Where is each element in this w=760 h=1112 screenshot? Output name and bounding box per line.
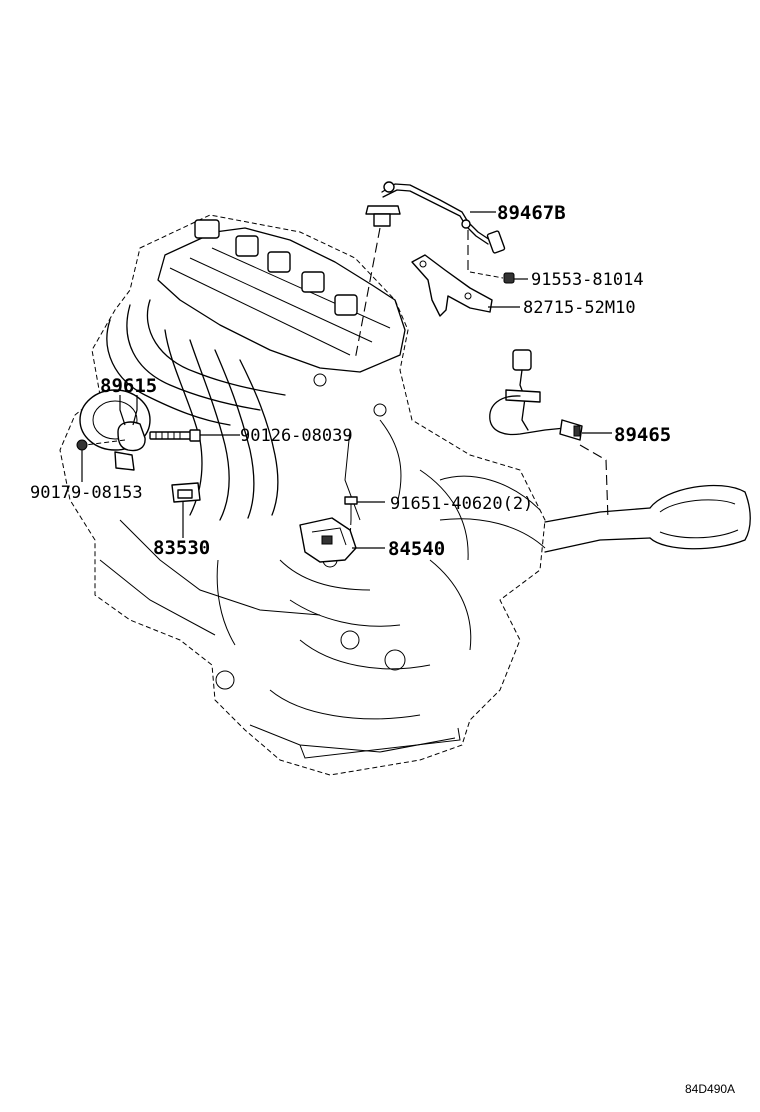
knock-sensor-89615-icon[interactable] bbox=[76, 421, 146, 471]
air-fuel-sensor-89467B-icon[interactable] bbox=[354, 181, 506, 361]
callout-84540[interactable]: 84540 bbox=[388, 538, 445, 560]
callout-91651-40620[interactable]: 91651-40620(2) bbox=[390, 494, 533, 514]
callout-89615[interactable]: 89615 bbox=[100, 375, 157, 397]
callout-91553-81014[interactable]: 91553-81014 bbox=[531, 270, 644, 290]
callout-83530[interactable]: 83530 bbox=[153, 537, 210, 559]
oxygen-sensor-89465-icon[interactable] bbox=[489, 349, 609, 521]
engine-assembly-illustration bbox=[59, 214, 751, 776]
callout-89467B[interactable]: 89467B bbox=[497, 202, 566, 224]
diagram-code: 84D490A bbox=[685, 1082, 735, 1096]
bracket-82715-52M10-icon[interactable] bbox=[411, 254, 493, 317]
nut-91553-81014-icon[interactable] bbox=[469, 271, 515, 284]
stud-bolt-90126-08039-icon[interactable] bbox=[149, 429, 201, 442]
leader-lines bbox=[81, 211, 612, 549]
callout-89465[interactable]: 89465 bbox=[614, 424, 671, 446]
callout-82715-52M10[interactable]: 82715-52M10 bbox=[523, 298, 636, 318]
callout-90179-08153[interactable]: 90179-08153 bbox=[30, 483, 143, 503]
callout-90126-08039[interactable]: 90126-08039 bbox=[240, 426, 353, 446]
switch-84540-icon[interactable] bbox=[299, 517, 357, 563]
oil-pressure-switch-83530-icon[interactable] bbox=[171, 482, 201, 503]
